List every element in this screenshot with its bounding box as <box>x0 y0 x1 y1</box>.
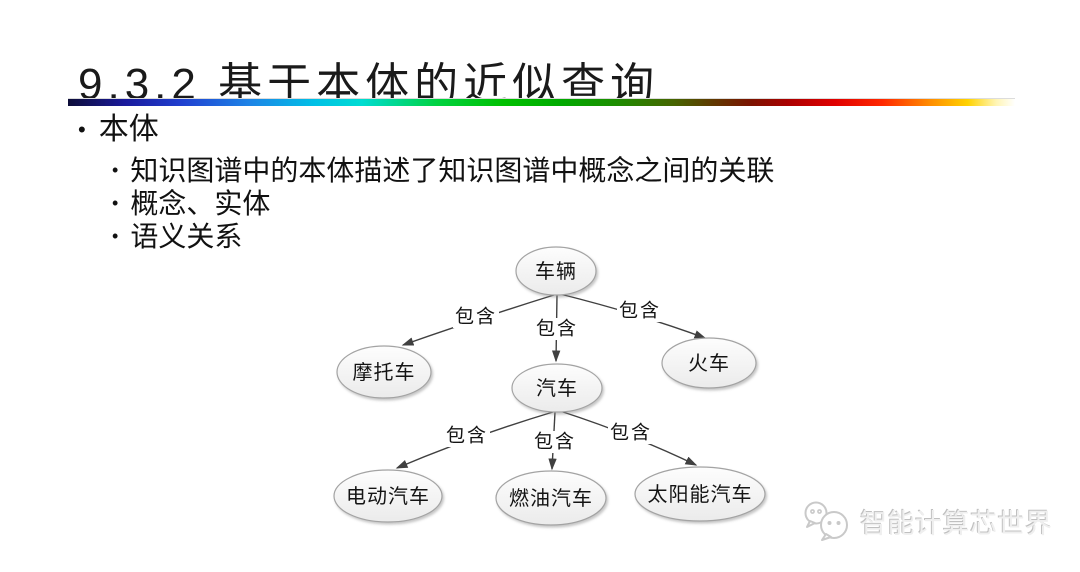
edge-label-bg <box>453 306 499 328</box>
diagram-node-label-solar-car: 太阳能汽车 <box>648 483 753 506</box>
title-gradient-rule <box>68 98 1015 106</box>
edge-label: 包含 <box>446 425 488 447</box>
bullet-level2-item: • 语义关系 <box>112 220 774 253</box>
slide-title: 9.3.2 基于本体的近似查询 <box>78 60 660 110</box>
edge-label: 包含 <box>534 431 576 453</box>
ontology-tree-svg: 包含包含包含包含包含包含 车辆摩托车汽车火车电动汽车燃油汽车太阳能汽车 <box>333 246 766 526</box>
diagram-node-vehicle <box>515 246 597 296</box>
bullet-level2-item: • 概念、实体 <box>112 187 774 220</box>
edge-label-bg <box>534 318 580 340</box>
edge-label-bg <box>444 425 490 447</box>
bullet-level2-item: • 知识图谱中的本体描述了知识图谱中概念之间的关联 <box>112 154 774 187</box>
diagram-node-label-train: 火车 <box>688 352 730 375</box>
bullet-dot: • <box>112 160 119 180</box>
bullet-level2-list: • 知识图谱中的本体描述了知识图谱中概念之间的关联 • 概念、实体 • 语义关系 <box>112 154 774 253</box>
diagram-node-label-motorcycle: 摩托车 <box>353 361 416 384</box>
diagram-node-train <box>661 337 757 389</box>
bullet-dot: • <box>112 226 119 246</box>
diagram-node-label-electric-car: 电动汽车 <box>346 485 430 508</box>
diagram-node-motorcycle <box>336 345 432 399</box>
edge-label: 包含 <box>455 306 497 328</box>
edge-label: 包含 <box>536 318 578 340</box>
edge-label: 包含 <box>610 422 652 444</box>
diagram-node-fuel-car <box>495 470 607 526</box>
edge-label-bg <box>617 300 663 322</box>
diagram-node-label-vehicle: 车辆 <box>535 260 577 283</box>
diagram-node-solar-car <box>634 466 766 522</box>
watermark-text: 智能计算芯世界 <box>860 508 1053 539</box>
bullet-level2-text: 概念、实体 <box>130 188 271 219</box>
diagram-node-label-fuel-car: 燃油汽车 <box>509 487 593 510</box>
edge-label-bg <box>532 431 578 453</box>
wechat-icon <box>804 501 848 541</box>
edge-label: 包含 <box>619 300 661 322</box>
diagram-node-label-car: 汽车 <box>536 377 578 400</box>
bullet-level2-text: 知识图谱中的本体描述了知识图谱中概念之间的关联 <box>130 155 775 186</box>
watermark: 智能计算芯世界 <box>800 500 1053 542</box>
bullet-dot: • <box>112 193 119 213</box>
bullet-level1-text: 本体 <box>98 113 159 146</box>
bullet-dot: • <box>78 117 86 142</box>
edge-label-bg <box>608 422 654 444</box>
bullet-level1: • 本体 <box>78 112 159 148</box>
diagram-node-car <box>511 363 603 413</box>
ontology-tree-diagram: 包含包含包含包含包含包含 车辆摩托车汽车火车电动汽车燃油汽车太阳能汽车 <box>325 235 785 535</box>
diagram-node-electric-car <box>333 469 443 523</box>
bullet-level2-text: 语义关系 <box>130 221 243 252</box>
